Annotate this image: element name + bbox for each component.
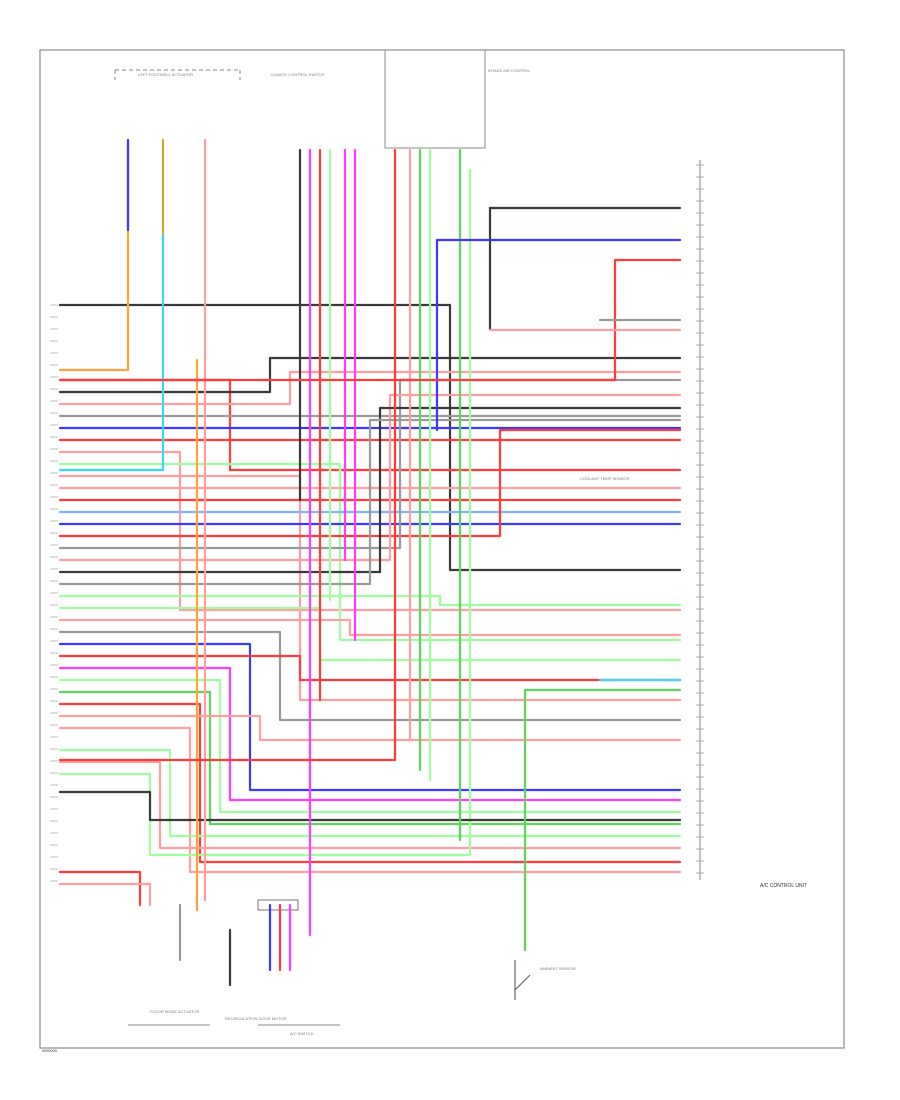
wire xyxy=(58,726,682,874)
wire xyxy=(58,462,682,642)
wire xyxy=(58,356,682,394)
pin-ticks xyxy=(50,164,704,882)
wire xyxy=(58,393,682,562)
top-connector-box xyxy=(384,49,486,149)
bottom-group-1-label: FLOOR MODE ACTUATOR xyxy=(150,1009,200,1014)
wire xyxy=(58,760,682,850)
wire xyxy=(58,654,682,682)
top-bracket-1 xyxy=(114,69,241,80)
wire xyxy=(58,474,682,702)
bottom-group-4-label: AMBIENT SENSOR xyxy=(540,966,576,971)
wire xyxy=(58,233,165,472)
frame-layer xyxy=(39,49,845,1049)
wire xyxy=(58,630,682,722)
wire xyxy=(58,790,682,822)
wires-layer xyxy=(58,138,682,987)
top-group-2-label: CLIMATE CONTROL SWITCH xyxy=(270,72,325,77)
bottom-group-3-label: A/C SWITCH xyxy=(290,1031,314,1036)
text-layer: A/C CONTROL UNIT W00000 LEFT FOOTWELL AC… xyxy=(42,68,807,1053)
wire xyxy=(58,690,682,826)
wire xyxy=(58,594,682,607)
wire xyxy=(58,258,617,382)
wire xyxy=(58,168,472,857)
bottom-group-5-label: COOLANT TEMP SENSOR xyxy=(580,476,629,481)
wire xyxy=(58,406,682,574)
wire xyxy=(58,748,682,838)
unit-right-label: A/C CONTROL UNIT xyxy=(760,883,807,889)
wire xyxy=(58,138,130,372)
wire xyxy=(58,702,682,864)
wire xyxy=(58,428,682,538)
switch-symbol xyxy=(514,960,531,1000)
wire xyxy=(58,882,152,907)
wire xyxy=(58,678,682,814)
wire xyxy=(58,148,397,762)
wire xyxy=(58,418,682,586)
wire xyxy=(58,666,682,802)
connector-block xyxy=(257,899,299,911)
wire xyxy=(58,370,682,406)
top-group-3-label: INTAKE AIR CONTROL xyxy=(488,68,531,73)
wire xyxy=(58,870,142,907)
bottom-group-2-label: RECIRCULATION DOOR MOTOR xyxy=(225,1016,287,1021)
bottom-left-code: W00000 xyxy=(42,1048,58,1053)
top-group-1-label: LEFT FOOTWELL ACTUATOR xyxy=(138,72,193,77)
wire xyxy=(58,303,682,572)
